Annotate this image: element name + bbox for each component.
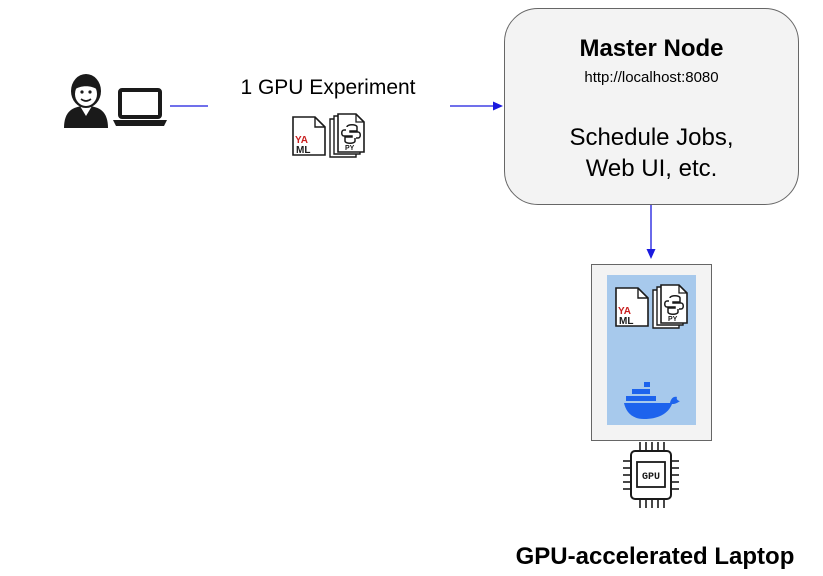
laptop-icon	[113, 88, 167, 128]
container-yaml-text-bottom: ML	[619, 316, 633, 327]
master-node-description-line1: Schedule Jobs,	[569, 124, 734, 151]
yaml-text-top: YA	[295, 135, 308, 146]
python-file-icon: PY	[328, 113, 366, 159]
laptop-caption: GPU-accelerated Laptop	[515, 543, 795, 570]
gpu-chip-label: GPU	[642, 472, 660, 483]
master-node-url[interactable]: http://localhost:8080	[584, 69, 719, 86]
user-icon	[62, 72, 110, 128]
python-text: PY	[345, 145, 355, 152]
container-yaml-file-icon: YA ML	[614, 286, 650, 328]
container-yaml-text-top: YA	[618, 306, 631, 317]
master-node-description-line2: Web UI, etc.	[585, 155, 718, 182]
master-node-box: Master Node http://localhost:8080 Schedu…	[504, 8, 799, 205]
yaml-file-icon: YA ML	[291, 115, 327, 157]
master-node-description: Schedule Jobs, Web UI, etc.	[505, 122, 798, 184]
container-python-file-icon: PY	[651, 284, 689, 330]
docker-whale-icon	[624, 380, 680, 420]
experiment-label: 1 GPU Experiment	[240, 76, 416, 99]
gpu-chip-icon: GPU	[622, 441, 680, 509]
master-node-title: Master Node	[579, 35, 724, 62]
container-python-text: PY	[668, 316, 678, 323]
yaml-text-bottom: ML	[296, 145, 310, 156]
